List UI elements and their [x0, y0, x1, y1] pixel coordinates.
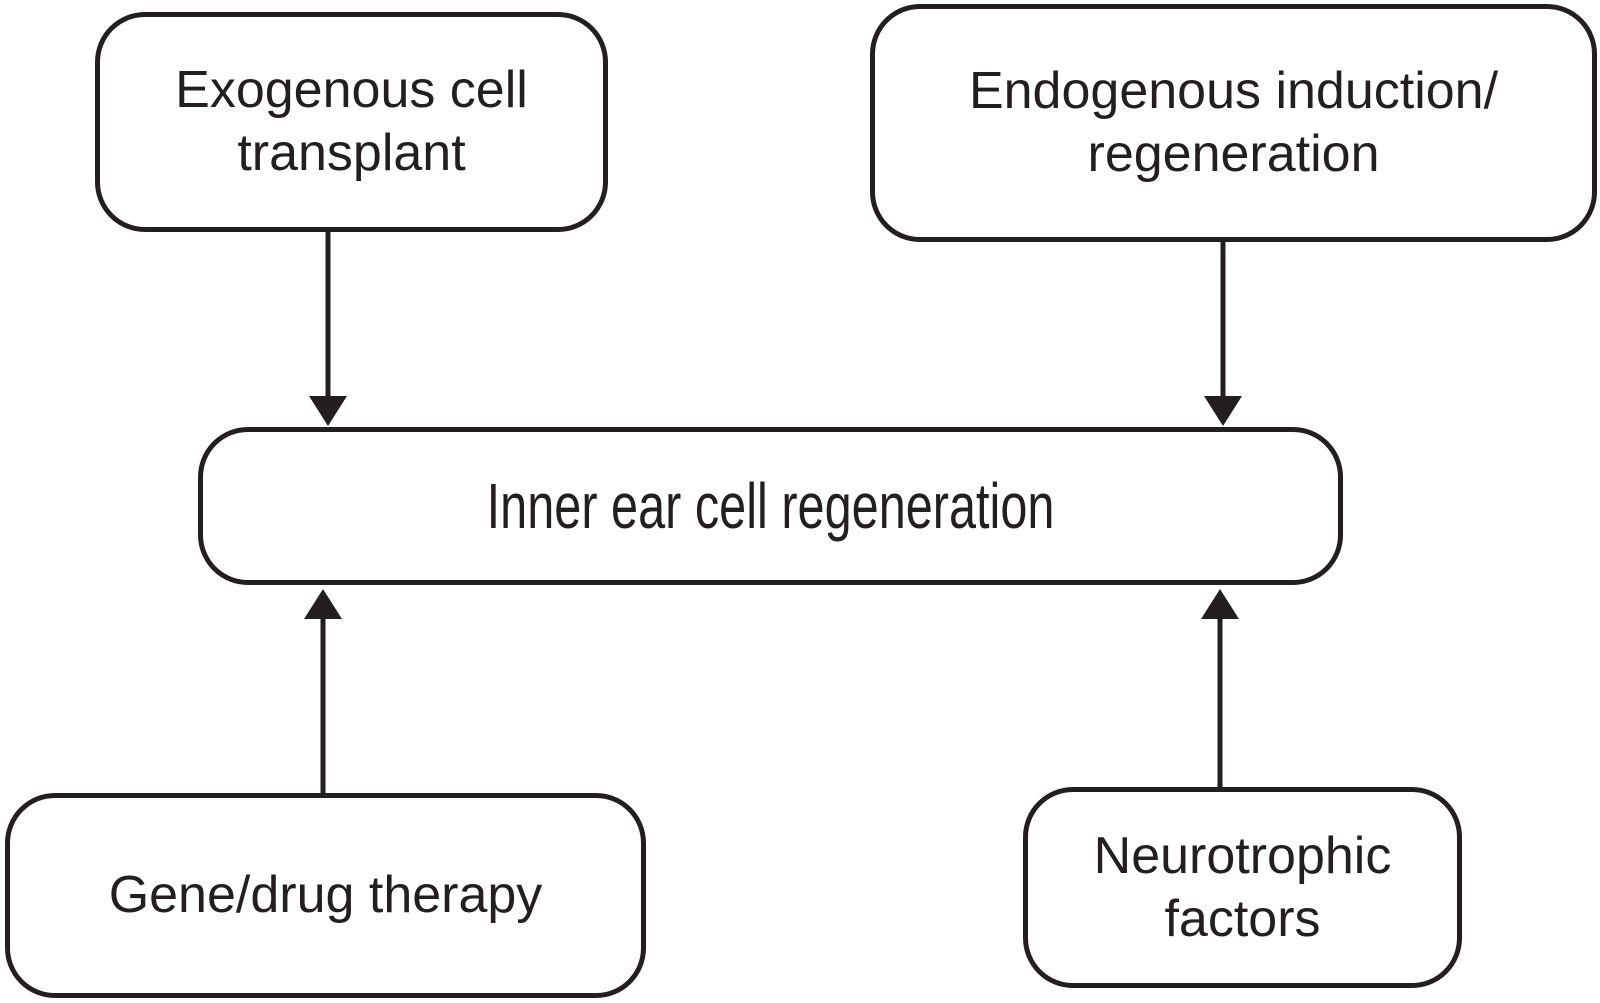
node-label-line: Exogenous cell — [175, 61, 528, 119]
node-neurotrophic-factors: Neurotrophic factors — [1023, 787, 1462, 988]
arrow-gene-drug-to-inner-ear — [304, 589, 342, 795]
node-gene-drug-therapy: Gene/drug therapy — [5, 793, 646, 998]
node-label-line: factors — [1164, 889, 1321, 948]
node-inner-ear-cell-regeneration: Inner ear cell regeneration — [198, 427, 1343, 585]
node-label-line: Inner ear cell regeneration — [486, 470, 1055, 542]
node-label-line: Endogenous induction/ — [968, 62, 1499, 120]
node-exogenous-cell-transplant: Exogenous cell transplant — [95, 12, 608, 232]
node-label-line: Gene/drug therapy — [108, 866, 543, 924]
node-label-line: transplant — [237, 124, 466, 182]
arrow-endogenous-to-inner-ear — [1204, 240, 1242, 426]
arrow-exogenous-to-inner-ear — [309, 230, 347, 426]
node-label-line: Neurotrophic — [1093, 826, 1392, 885]
node-label-line: regeneration — [1087, 125, 1380, 183]
arrow-neurotrophic-to-inner-ear — [1201, 589, 1239, 789]
node-endogenous-induction-regeneration: Endogenous induction/ regeneration — [870, 4, 1597, 242]
